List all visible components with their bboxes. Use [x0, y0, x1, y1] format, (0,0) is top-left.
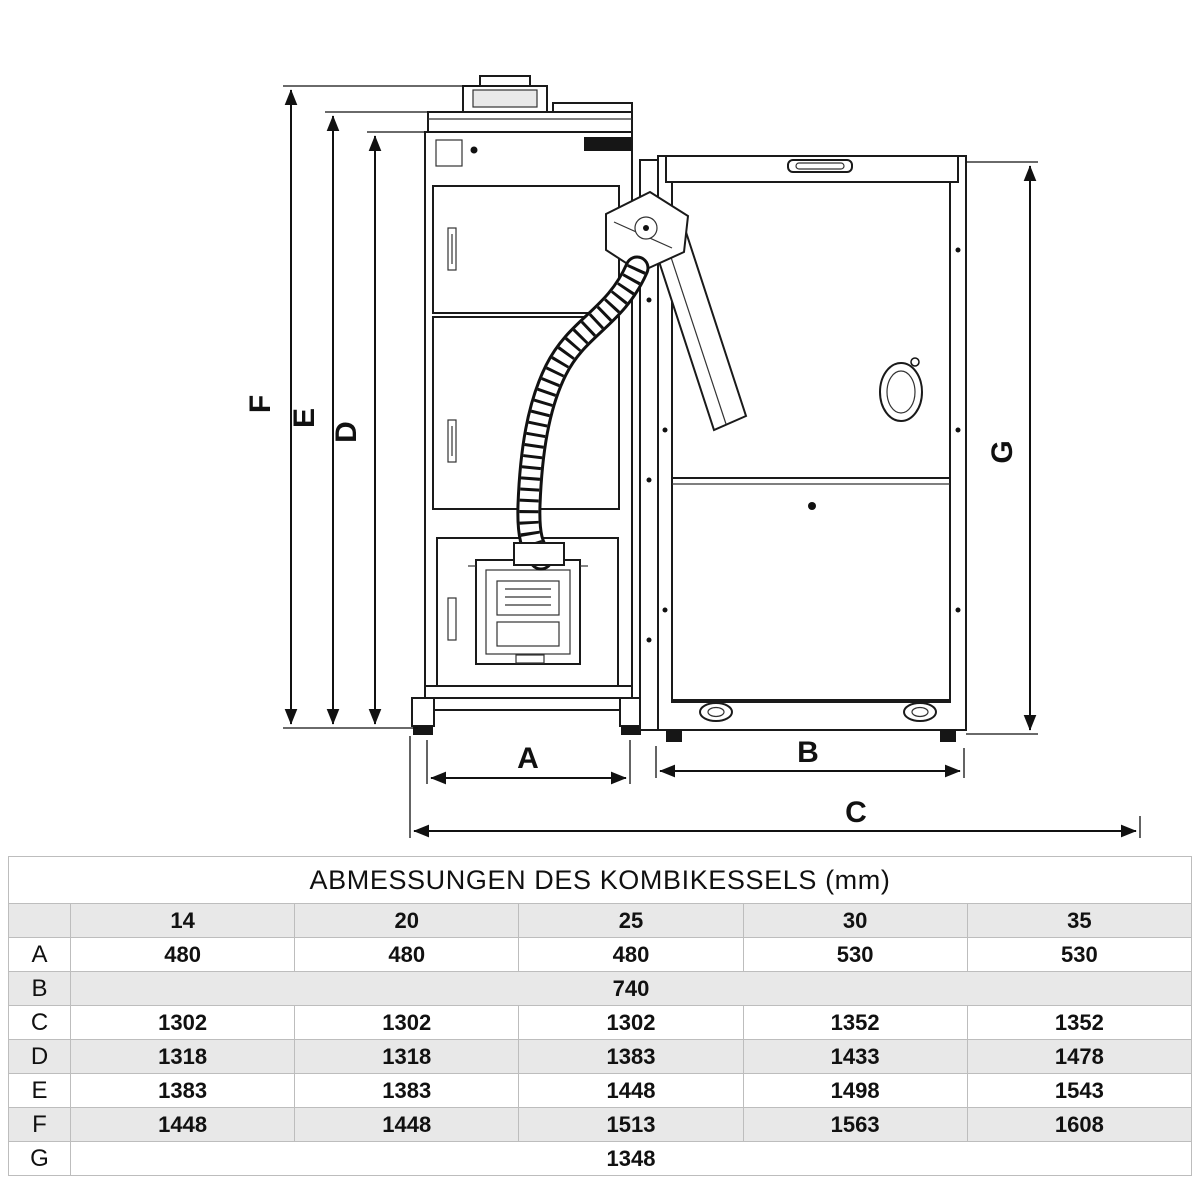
value-cell: 1302 — [69, 1005, 296, 1040]
hopper-foot-left — [699, 702, 733, 722]
value-cell: 1563 — [742, 1107, 968, 1142]
row-label-B: B — [8, 971, 71, 1006]
table-title-row: ABMESSUNGEN DES KOMBIKESSELS (mm) — [8, 856, 1192, 904]
value-cell: 1302 — [294, 1005, 520, 1040]
value-cell: 1478 — [966, 1039, 1193, 1074]
table-row-F: F 1448 1448 1513 1563 1608 — [8, 1107, 1193, 1142]
value-cell: 480 — [518, 937, 744, 972]
row-label-D: D — [8, 1039, 71, 1074]
burner-inlet-elbow — [513, 542, 565, 566]
table-row-C: C 1302 1302 1302 1352 1352 — [8, 1005, 1193, 1040]
table-row-E: E 1383 1383 1448 1498 1543 — [8, 1073, 1193, 1108]
value-cell: 1352 — [966, 1005, 1193, 1040]
corner-cell — [8, 903, 71, 938]
dim-label-f: F — [244, 395, 277, 413]
boiler-foot-right — [619, 697, 643, 727]
value-cell: 1433 — [742, 1039, 968, 1074]
pellet-burner — [468, 559, 588, 665]
hopper-body — [657, 155, 967, 731]
value-cell-span: 1348 — [70, 1141, 1192, 1176]
value-cell: 1318 — [294, 1039, 520, 1074]
dim-label-a: A — [517, 742, 539, 775]
value-cell: 1383 — [518, 1039, 744, 1074]
value-cell: 1383 — [294, 1073, 520, 1108]
value-cell: 1302 — [518, 1005, 744, 1040]
value-cell: 480 — [294, 937, 520, 972]
column-header-14: 14 — [69, 903, 296, 938]
dimensions-table: ABMESSUNGEN DES KOMBIKESSELS (mm) 14 20 … — [8, 856, 1193, 1176]
value-cell: 530 — [966, 937, 1193, 972]
dim-label-b: B — [797, 736, 819, 769]
dim-label-d: D — [330, 421, 363, 443]
table-title: ABMESSUNGEN DES KOMBIKESSELS (mm) — [8, 856, 1192, 904]
value-cell-span: 740 — [70, 971, 1192, 1006]
value-cell: 1448 — [69, 1107, 296, 1142]
value-cell: 1383 — [69, 1073, 296, 1108]
table-column-header-row: 14 20 25 30 35 — [8, 903, 1193, 938]
value-cell: 1608 — [966, 1107, 1193, 1142]
flexible-feed-hose — [513, 255, 650, 571]
boiler-foot-left — [411, 697, 435, 727]
value-cell: 1448 — [294, 1107, 520, 1142]
row-label-F: F — [8, 1107, 71, 1142]
value-cell: 1498 — [742, 1073, 968, 1108]
value-cell: 1513 — [518, 1107, 744, 1142]
column-header-25: 25 — [518, 903, 744, 938]
row-label-C: C — [8, 1005, 71, 1040]
row-label-A: A — [8, 937, 71, 972]
inspection-opening — [879, 357, 923, 422]
lid-handle — [787, 159, 853, 173]
table-row-B: B 740 — [8, 971, 1192, 1006]
brand-plate — [584, 137, 632, 151]
value-cell: 530 — [742, 937, 968, 972]
chimney-cap — [479, 75, 531, 87]
hopper-foot-right — [903, 702, 937, 722]
value-cell: 1318 — [69, 1039, 296, 1074]
dim-label-e: E — [288, 408, 321, 428]
table-row-D: D 1318 1318 1383 1433 1478 — [8, 1039, 1193, 1074]
dim-label-g: G — [986, 440, 1019, 463]
column-header-35: 35 — [966, 903, 1193, 938]
column-header-20: 20 — [294, 903, 520, 938]
pellet-feed-auger — [605, 190, 748, 432]
row-label-E: E — [8, 1073, 71, 1108]
boiler-diagram: A B C D E F G — [244, 75, 1141, 838]
pellet-boiler — [411, 75, 643, 735]
technical-drawing: A B C D E F G — [244, 75, 1141, 838]
dim-label-c: C — [845, 796, 867, 829]
dimension-lines — [283, 85, 1141, 838]
table-row-A: A 480 480 480 530 530 — [8, 937, 1193, 972]
value-cell: 1448 — [518, 1073, 744, 1108]
dimension-labels: A B C D E F G — [244, 395, 1019, 829]
row-label-G: G — [8, 1141, 71, 1176]
pellet-hopper — [639, 155, 967, 742]
table-row-G: G 1348 — [8, 1141, 1192, 1176]
value-cell: 1352 — [742, 1005, 968, 1040]
control-panel — [435, 139, 463, 167]
value-cell: 480 — [69, 937, 296, 972]
column-header-30: 30 — [742, 903, 968, 938]
value-cell: 1543 — [966, 1073, 1193, 1108]
